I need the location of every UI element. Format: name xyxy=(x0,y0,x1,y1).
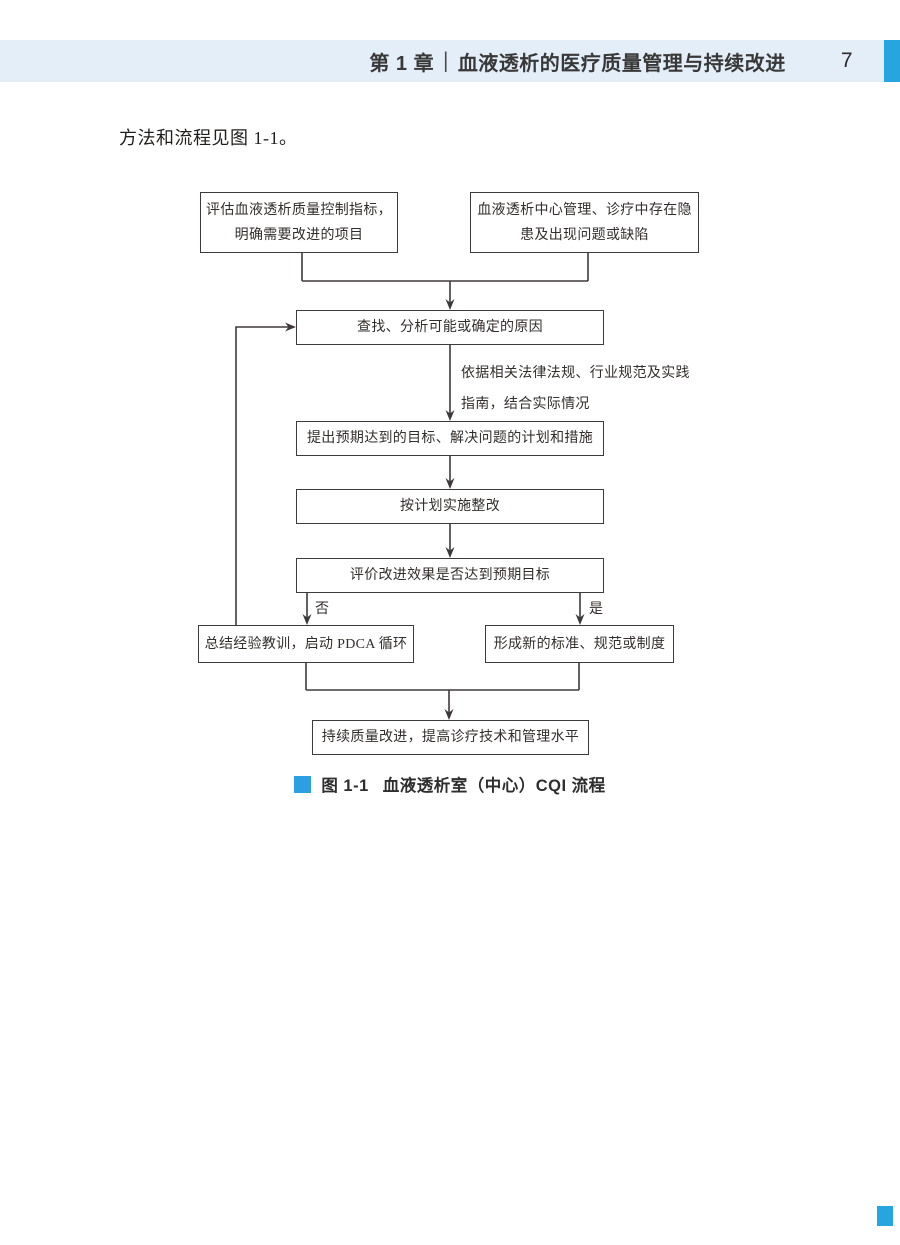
flow-annotation: 依据相关法律法规、行业规范及实践 指南，结合实际情况 xyxy=(461,358,801,420)
flow-box-text: 形成新的标准、规范或制度 xyxy=(493,636,666,652)
flow-box-continuous-improvement: 持续质量改进，提高诊疗技术和管理水平 xyxy=(312,720,589,755)
flow-box-text: 评估血液透析质量控制指标， xyxy=(206,202,392,218)
flow-box-set-goals-plan: 提出预期达到的目标、解决问题的计划和措施 xyxy=(296,421,604,456)
intro-text: 方法和流程见图 1-1。 xyxy=(119,128,298,148)
flow-box-existing-problems: 血液透析中心管理、诊疗中存在隐 患及出现问题或缺陷 xyxy=(470,192,699,253)
flow-box-summarize-pdca: 总结经验教训，启动 PDCA 循环 xyxy=(198,625,414,663)
flow-annotation-line: 依据相关法律法规、行业规范及实践 xyxy=(461,366,690,381)
flow-box-implement-rectification: 按计划实施整改 xyxy=(296,489,604,524)
flow-box-text: 查找、分析可能或确定的原因 xyxy=(357,320,543,335)
branch-label-yes: 是 xyxy=(589,602,604,617)
caption-square-icon xyxy=(294,775,312,793)
flow-annotation-line: 指南，结合实际情况 xyxy=(461,397,590,412)
flow-box-assess-indicators: 评估血液透析质量控制指标， 明确需要改进的项目 xyxy=(200,192,398,253)
figure-caption: 图 1-1 血液透析室（中心）CQI 流程 xyxy=(0,772,900,796)
arrowhead-feedback-to-analyze xyxy=(285,322,296,332)
page-number: 7 xyxy=(840,49,853,72)
flow-box-text: 提出预期达到的目标、解决问题的计划和措施 xyxy=(307,431,593,446)
arrowhead-to-evaluate xyxy=(445,547,455,558)
chapter-label: 第 1 章 xyxy=(369,52,435,75)
figure-caption-label: 图 1-1 xyxy=(321,777,369,795)
chapter-title: 血液透析的医疗质量管理与持续改进 xyxy=(457,52,786,75)
flow-box-text: 血液透析中心管理、诊疗中存在隐 xyxy=(477,202,692,218)
arrowhead-to-implement xyxy=(445,478,455,489)
arrowhead-to-continuous xyxy=(444,709,454,720)
page-header: 第 1 章 | 血液透析的医疗质量管理与持续改进 7 xyxy=(0,40,900,82)
page-edge-tab-top xyxy=(884,40,900,82)
header-text-row: 第 1 章 | 血液透析的医疗质量管理与持续改进 7 xyxy=(0,40,853,82)
arrowhead-to-analyze xyxy=(445,299,455,310)
flow-box-analyze-causes: 查找、分析可能或确定的原因 xyxy=(296,310,604,345)
flow-box-form-standards: 形成新的标准、规范或制度 xyxy=(485,625,674,663)
chapter-separator: | xyxy=(443,48,449,73)
flow-box-text: 评价改进效果是否达到预期目标 xyxy=(349,568,551,583)
flow-box-text: 患及出现问题或缺陷 xyxy=(520,227,649,243)
flow-box-text: 按计划实施整改 xyxy=(399,499,501,514)
figure-caption-title: 血液透析室（中心）CQI 流程 xyxy=(382,777,606,795)
arrowhead-to-summarize xyxy=(302,614,312,625)
page-edge-tab-bottom xyxy=(877,1206,893,1226)
branch-label-no: 否 xyxy=(315,602,330,617)
flow-box-text: 总结经验教训，启动 PDCA 循环 xyxy=(204,636,408,652)
flow-box-text: 持续质量改进，提高诊疗技术和管理水平 xyxy=(321,730,580,745)
arrowhead-to-standardize xyxy=(575,614,585,625)
arrowhead-to-plan xyxy=(445,410,455,421)
flow-box-evaluate-effect: 评价改进效果是否达到预期目标 xyxy=(296,558,604,593)
flow-box-text: 明确需要改进的项目 xyxy=(234,227,364,243)
